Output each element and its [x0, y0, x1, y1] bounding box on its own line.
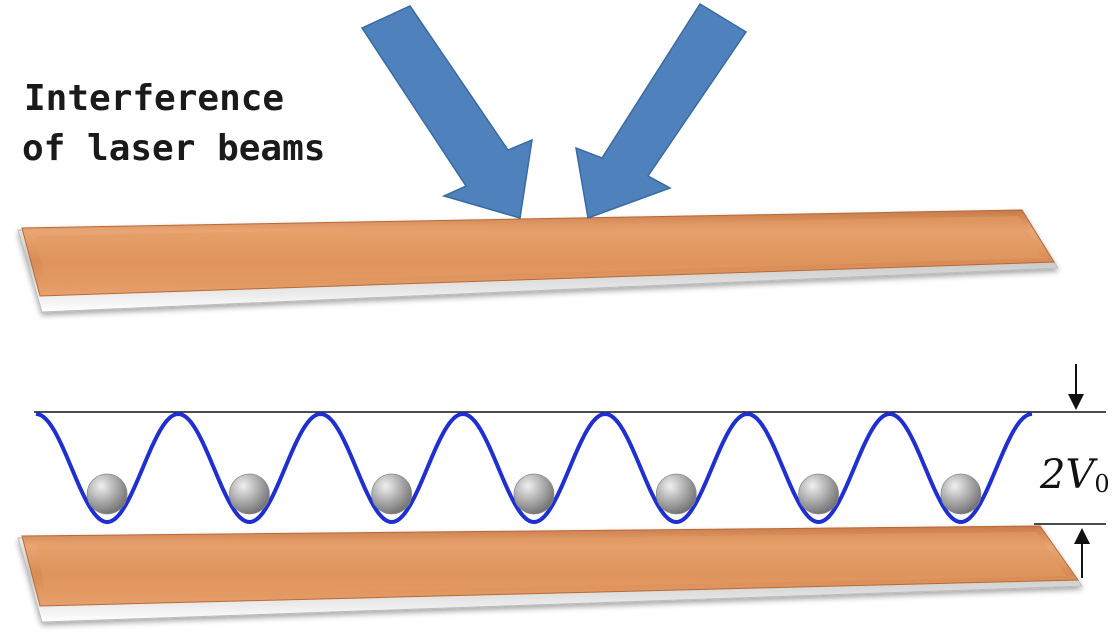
- depth-arrow-up-head: [1074, 528, 1090, 544]
- laser-beams: [360, 2, 748, 220]
- top-plate: [17, 209, 1059, 313]
- potential-depth-label: 2V0: [1040, 452, 1110, 498]
- bottom-plate-inner-face: [36, 532, 1066, 598]
- atom-1: [86, 473, 128, 515]
- atom-3: [371, 473, 413, 515]
- caption-line-2: of laser beams: [22, 128, 326, 169]
- atom-4: [513, 473, 555, 515]
- trapped-atoms: [86, 473, 982, 515]
- depth-arrow-down-head: [1068, 394, 1084, 410]
- atom-2: [228, 473, 270, 515]
- right-laser-beam-arrow: [575, 2, 748, 220]
- atom-5: [655, 473, 697, 515]
- atom-7: [940, 473, 982, 515]
- depth-symbol: V: [1065, 452, 1095, 498]
- atom-6: [798, 473, 839, 515]
- lattice-potential-curve: [35, 411, 1033, 525]
- left-laser-beam-arrow: [360, 5, 533, 219]
- depth-subscript: 0: [1094, 470, 1110, 498]
- depth-indicator: [1068, 364, 1090, 578]
- caption-line-1: Interference: [24, 78, 285, 119]
- bottom-plate: [17, 525, 1083, 623]
- depth-coefficient: 2: [1040, 452, 1066, 498]
- top-plate-inner-face: [36, 216, 1042, 288]
